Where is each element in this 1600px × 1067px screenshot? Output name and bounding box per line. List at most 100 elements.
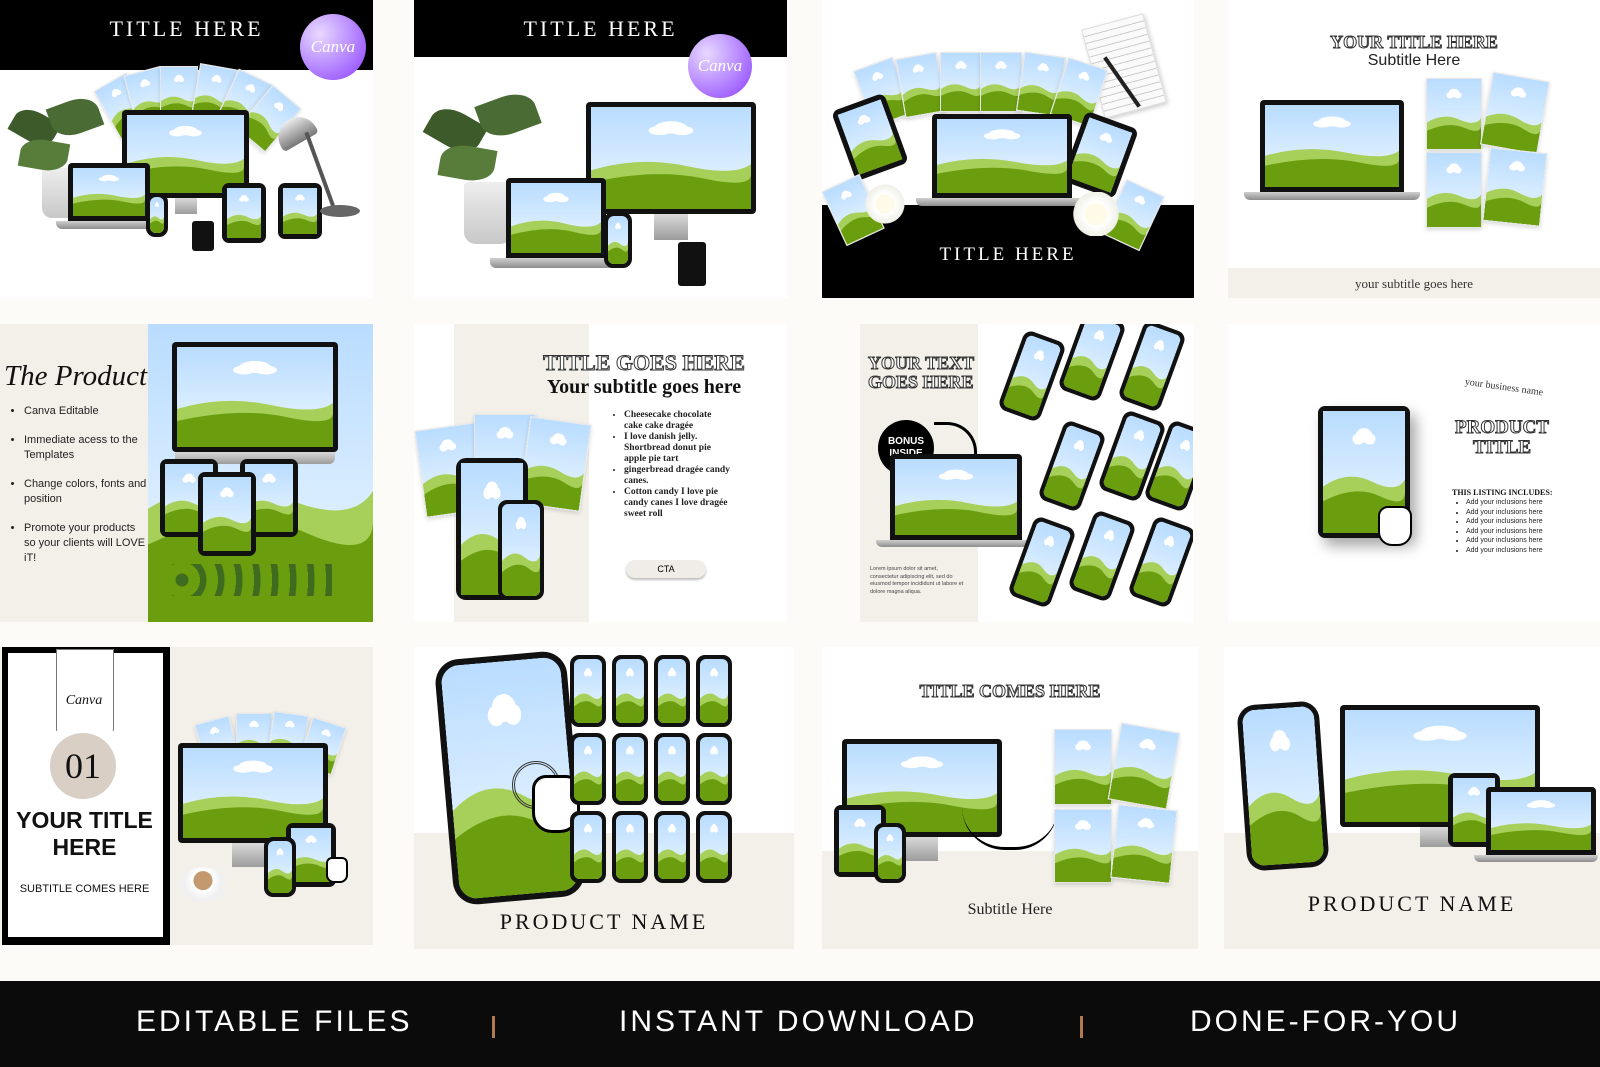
monitor-stand (906, 837, 938, 861)
tile-title: TITLE HERE (939, 244, 1077, 265)
cta-button[interactable]: CTA (626, 560, 706, 578)
phone-grid-item (570, 733, 606, 805)
phone-grid-item (570, 655, 606, 727)
phone-grid-item (612, 733, 648, 805)
phone-grid-item (696, 733, 732, 805)
canva-badge: Canva (688, 34, 752, 98)
feature-item: Immediate acess to the Templates (24, 433, 149, 463)
tile-subtitle: Your subtitle goes here (546, 376, 742, 398)
feature-item: Promote your products so your clients wi… (24, 521, 149, 566)
laptop-mockup (1260, 100, 1404, 192)
plant-pot (464, 182, 512, 244)
footer-bar: EDITABLE FILES INSTANT DOWNLOAD DONE-FOR… (0, 981, 1600, 1067)
phone-grid-item (654, 811, 690, 883)
lorem-text: Lorem ipsum dolor sit amet, consectetur … (870, 566, 964, 595)
tablet-mockup (198, 472, 256, 556)
monitor-mockup (586, 102, 756, 214)
template-tile-4[interactable]: YOUR TITLE HERE Subtitle Here your subti… (1228, 0, 1600, 298)
phone-grid-item (1036, 419, 1108, 513)
monitor-stand (232, 843, 268, 867)
lamp-base (320, 205, 360, 217)
bottom-band (1228, 268, 1600, 298)
template-tile-3[interactable]: TITLE HERE (822, 0, 1194, 298)
includes-item: Add your inclusions here (1466, 536, 1543, 546)
description-item: gingerbread dragée candy canes. (624, 465, 732, 487)
left-panel (0, 324, 148, 622)
tile-title: TITLE GOES HERE (543, 350, 746, 376)
product-name: PRODUCT NAME (499, 909, 709, 934)
phone-grid-item (654, 655, 690, 727)
tile-title: YOUR TITLE HERE (16, 807, 153, 860)
tile-title: YOUR TITLE HERE (1330, 32, 1499, 53)
preview-card (1480, 71, 1550, 155)
template-tile-5[interactable]: The Product Canva Editable Immediate ace… (0, 324, 373, 622)
preview-card (1110, 804, 1178, 884)
phone-mockup (874, 823, 906, 883)
includes-item: Add your inclusions here (1466, 546, 1543, 556)
template-tile-10[interactable]: PRODUCT NAME (414, 647, 794, 949)
phone-grid-item (1126, 515, 1193, 609)
template-tile-12[interactable]: PRODUCT NAME (1224, 647, 1600, 949)
template-tile-1[interactable]: TITLE HERE Canva (0, 0, 373, 298)
includes-item: Add your inclusions here (1466, 527, 1543, 537)
includes-item: Add your inclusions here (1466, 508, 1543, 518)
laptop-mockup (890, 454, 1022, 540)
tile-subtitle: Subtitle Here (1367, 52, 1461, 69)
arrow-icon (962, 807, 1058, 850)
template-tile-9[interactable]: Canva 01 YOUR TITLE HERE SUBTITLE COMES … (0, 647, 373, 945)
candle-icon (678, 242, 706, 286)
template-tile-6[interactable]: TITLE GOES HERE Your subtitle goes here … (414, 324, 787, 622)
phone-grid-item (696, 655, 732, 727)
tile-title: TITLE HERE (523, 16, 678, 41)
includes-heading: THIS LISTING INCLUDES: (1452, 488, 1553, 497)
phone-grid-item (1066, 509, 1138, 603)
candle-icon (192, 221, 214, 251)
fan-card (980, 52, 1022, 112)
laptop-mockup (68, 163, 150, 221)
hand-cursor-icon (1378, 506, 1412, 546)
tile-title: TITLE HERE (109, 16, 264, 41)
preview-card (1426, 78, 1482, 150)
tablet-mockup (222, 183, 266, 243)
flower-icon (860, 184, 910, 224)
includes-list: Add your inclusions here Add your inclus… (1452, 498, 1543, 555)
flower-icon (1066, 192, 1126, 236)
template-tile-2[interactable]: TITLE HERE Canva (414, 0, 787, 298)
description-list: Cheesecake chocolate cake cake dragée I … (610, 410, 732, 520)
number-badge: 01 (50, 733, 116, 799)
monitor-stand (175, 198, 197, 214)
preview-card (1482, 147, 1548, 227)
phone-mockup (146, 193, 168, 237)
phone-grid-item (696, 811, 732, 883)
plant-leaf (437, 141, 498, 185)
template-tile-7[interactable]: YOUR TEXT GOES HERE BONUS INSIDE Lorem i… (860, 324, 1193, 622)
preview-card (1054, 809, 1112, 883)
footer-item-editable-files: EDITABLE FILES (136, 1005, 413, 1038)
tile-title: YOUR TEXT GOES HERE (868, 353, 975, 392)
product-title: PRODUCT TITLE (1455, 417, 1550, 458)
phone-grid-item (612, 655, 648, 727)
laptop-base (916, 198, 1088, 206)
product-name: PRODUCT NAME (1307, 891, 1517, 916)
monitor-mockup (172, 342, 338, 452)
template-tile-11[interactable]: TITLE COMES HERE Subtitle Here (822, 647, 1198, 949)
tile-title: TITLE COMES HERE (919, 681, 1101, 702)
includes-item: Add your inclusions here (1466, 498, 1543, 508)
tile-subtitle: SUBTITLE COMES HERE (19, 883, 150, 895)
template-tile-8[interactable]: your business name PRODUCT TITLE THIS LI… (1228, 324, 1600, 622)
phone-mockup (264, 837, 296, 897)
ivy-icon (172, 564, 332, 596)
feature-item: Change colors, fonts and position (24, 477, 149, 507)
footer-separator (492, 1016, 495, 1038)
laptop-base (1474, 855, 1598, 862)
footer-item-instant-download: INSTANT DOWNLOAD (619, 1005, 978, 1038)
feature-item: Canva Editable (24, 404, 149, 419)
laptop-base (876, 540, 1036, 547)
laptop-mockup (1486, 787, 1596, 855)
phone-grid-item (996, 329, 1068, 423)
laptop-base (490, 258, 622, 268)
tile-subtitle: Subtitle Here (967, 901, 1053, 918)
phone-grid-item (1116, 324, 1188, 413)
preview-card (1054, 729, 1112, 805)
brand-name: your business name (1464, 376, 1544, 399)
